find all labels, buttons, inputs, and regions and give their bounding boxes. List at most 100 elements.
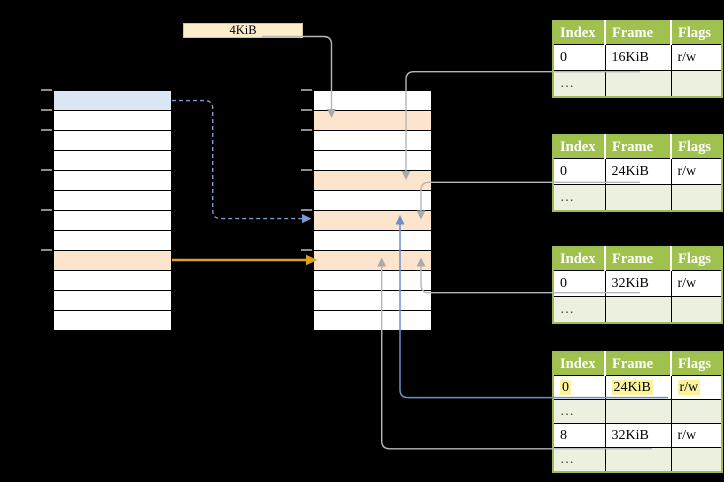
address-tick	[41, 249, 52, 251]
left-memory-column	[53, 90, 172, 331]
table-cell: 32KiB	[604, 270, 672, 297]
column-header-index: Index	[553, 21, 606, 45]
table-row: …	[552, 399, 723, 424]
address-tick	[41, 209, 52, 211]
column-header-flags: Flags	[671, 352, 722, 376]
column-header-index: Index	[553, 135, 606, 159]
table-cell: …	[552, 296, 606, 324]
table-cell	[670, 70, 723, 98]
table-cell: r/w	[670, 423, 723, 448]
table-row: …	[552, 447, 723, 473]
left-memory-row-8	[54, 251, 171, 271]
address-tick	[41, 129, 52, 131]
column-header-frame: Frame	[605, 135, 672, 159]
table-cell	[604, 184, 672, 212]
middle-memory-row-1	[314, 111, 431, 131]
table-cell: 24KiB	[604, 375, 672, 400]
table-cell: 0	[552, 44, 606, 71]
table-cell: 8	[552, 423, 606, 448]
address-tick	[301, 109, 312, 111]
table-cell	[670, 447, 723, 473]
table-cell: r/w	[670, 270, 723, 297]
left-memory-row-11	[54, 311, 171, 329]
highlighted-value: 24KiB	[611, 379, 653, 395]
arrowhead-right-dashed	[302, 214, 312, 224]
page-size-label: 4KiB	[183, 23, 303, 38]
table-cell: …	[552, 399, 606, 424]
address-tick	[41, 89, 52, 91]
middle-memory-row-9	[314, 271, 431, 291]
middle-memory-row-3	[314, 151, 431, 171]
table-cell	[670, 296, 723, 324]
left-memory-row-4	[54, 171, 171, 191]
address-tick	[41, 109, 52, 111]
middle-memory-column	[313, 90, 432, 331]
column-header-index: Index	[553, 352, 606, 376]
middle-memory-row-6	[314, 211, 431, 231]
address-tick	[41, 169, 52, 171]
table-cell: r/w	[670, 375, 723, 400]
column-header-index: Index	[553, 247, 606, 271]
left-memory-row-1	[54, 111, 171, 131]
middle-memory-row-2	[314, 131, 431, 151]
address-tick	[301, 249, 312, 251]
left-memory-row-2	[54, 131, 171, 151]
left-memory-row-5	[54, 191, 171, 211]
middle-memory-row-5	[314, 191, 431, 211]
table-cell: r/w	[670, 44, 723, 71]
left-memory-row-6	[54, 211, 171, 231]
table-cell	[670, 184, 723, 212]
address-tick	[301, 89, 312, 91]
address-tick	[301, 169, 312, 171]
table-row: 0 24KiB r/w	[552, 375, 723, 400]
table-cell: 32KiB	[604, 423, 672, 448]
table-cell: 16KiB	[604, 44, 672, 71]
highlighted-value: 0	[560, 379, 571, 395]
left-memory-row-9	[54, 271, 171, 291]
table-cell	[604, 399, 672, 424]
middle-memory-row-10	[314, 291, 431, 311]
column-header-flags: Flags	[671, 21, 722, 45]
column-header-frame: Frame	[605, 21, 672, 45]
table-cell: …	[552, 70, 606, 98]
left-memory-row-3	[54, 151, 171, 171]
table-cell	[604, 70, 672, 98]
middle-memory-row-7	[314, 231, 431, 251]
table-cell: 24KiB	[604, 158, 672, 185]
highlighted-value: r/w	[677, 379, 701, 395]
table-row: …	[552, 296, 723, 324]
column-header-flags: Flags	[671, 135, 722, 159]
table-cell	[604, 296, 672, 324]
address-tick	[301, 129, 312, 131]
left-memory-row-7	[54, 231, 171, 251]
table-cell: 0	[552, 158, 606, 185]
table-cell: 0	[552, 375, 606, 400]
column-header-frame: Frame	[605, 247, 672, 271]
middle-memory-row-8	[314, 251, 431, 271]
address-tick	[301, 209, 312, 211]
connector-virtual-page-dashed	[172, 99, 303, 220]
column-header-flags: Flags	[671, 247, 722, 271]
left-memory-row-10	[54, 291, 171, 311]
table-row: …	[552, 70, 723, 98]
table-cell: …	[552, 447, 606, 473]
left-memory-row-0	[54, 91, 171, 111]
table-cell: 0	[552, 270, 606, 297]
table-row: …	[552, 184, 723, 212]
column-header-frame: Frame	[605, 352, 672, 376]
table-cell	[604, 447, 672, 473]
middle-memory-row-0	[314, 91, 431, 111]
table-cell: r/w	[670, 158, 723, 185]
